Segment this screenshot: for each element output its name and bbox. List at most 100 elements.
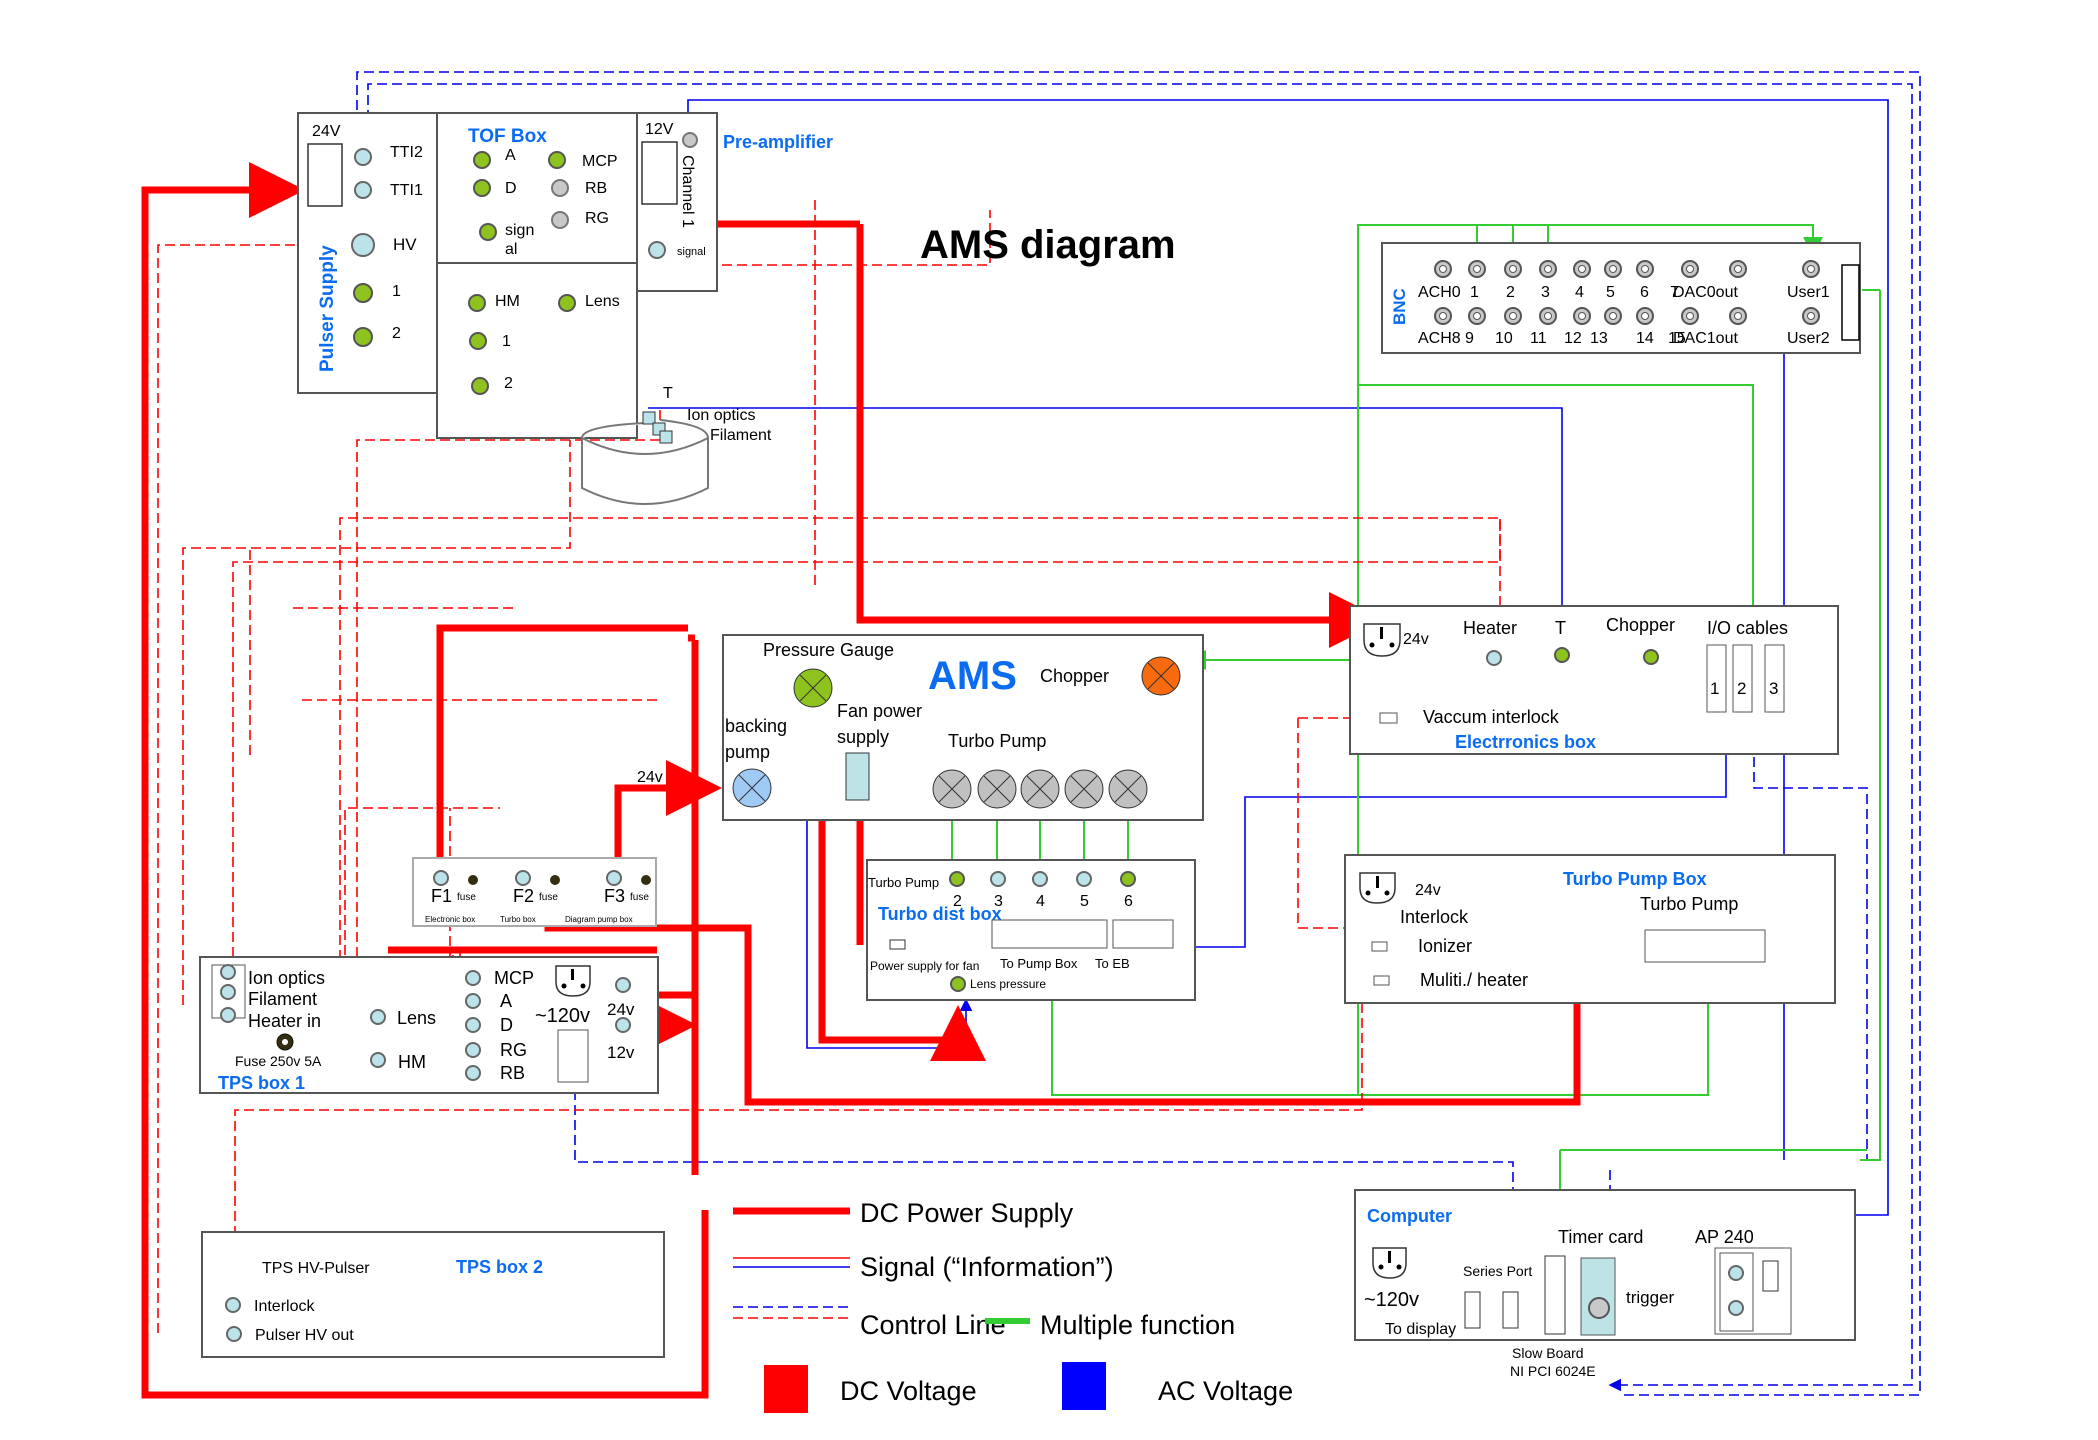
- ap240-input-1[interactable]: [1728, 1265, 1744, 1281]
- backing-label: backing: [725, 716, 787, 736]
- jack-pulser-hv-out[interactable]: [226, 1326, 242, 1342]
- bnc-label: 12: [1564, 330, 1582, 347]
- jack-chopper[interactable]: [1643, 649, 1659, 665]
- bnc-label: 1: [1470, 284, 1479, 301]
- port-label: TTI2: [390, 144, 423, 161]
- fan-power-terminal: [889, 939, 906, 950]
- jack-mcp[interactable]: [548, 151, 566, 169]
- ac-label: ~120v: [535, 1005, 590, 1027]
- bnc-label: User2: [1787, 330, 1830, 347]
- bnc-label: 15: [1668, 330, 1686, 347]
- tof-box-label: TOF Box: [468, 126, 547, 147]
- jack-interlock[interactable]: [225, 1297, 241, 1313]
- bnc-label: 6: [1640, 284, 1649, 301]
- io-cable-1[interactable]: [1706, 644, 1727, 713]
- fuse-label: Fuse 250v 5A: [235, 1053, 322, 1069]
- turbo-dist-jack-6[interactable]: [1120, 871, 1136, 887]
- jack-rg[interactable]: [465, 1042, 481, 1058]
- pressure-gauge-label: Pressure Gauge: [763, 640, 894, 660]
- jack-a[interactable]: [465, 993, 481, 1009]
- jack-rb[interactable]: [551, 179, 569, 197]
- jack-filament[interactable]: [220, 984, 236, 1000]
- jack-lens[interactable]: [558, 294, 576, 312]
- jack-heater[interactable]: [1486, 650, 1502, 666]
- jack-hm[interactable]: [468, 294, 486, 312]
- trigger-jack[interactable]: [1588, 1297, 1610, 1319]
- fan-label: supply: [837, 727, 889, 747]
- v24-label: 24v: [1415, 882, 1441, 899]
- bnc-label: ACH8: [1418, 330, 1461, 347]
- bnc-label: 7: [1670, 284, 1679, 301]
- jack-tti1[interactable]: [354, 181, 372, 199]
- fuse-target: Electronic box: [425, 915, 475, 924]
- legend-ac-swatch: [1062, 1362, 1106, 1410]
- legend-dc-swatch: [764, 1365, 808, 1413]
- port-label: Filament: [248, 989, 317, 1009]
- port-label: MCP: [582, 153, 618, 170]
- jack-rb[interactable]: [465, 1065, 481, 1081]
- tps-hv-pulser-label: TPS HV-Pulser: [262, 1260, 370, 1277]
- jack-tof-2[interactable]: [471, 377, 489, 395]
- fuse-target: Diagram pump box: [565, 915, 633, 924]
- fuse-jack-f1[interactable]: [433, 870, 449, 886]
- turbo-pump-icon: [1020, 769, 1060, 809]
- jack-1[interactable]: [353, 283, 373, 303]
- jack-hv[interactable]: [351, 233, 375, 257]
- jack-preamp-signal[interactable]: [648, 241, 666, 259]
- turbo-dist-jack-2[interactable]: [949, 871, 965, 887]
- ion-source: T Ion optics Filament: [581, 385, 772, 505]
- jack-d[interactable]: [465, 1017, 481, 1033]
- io-cables-label: I/O cables: [1707, 618, 1788, 638]
- port-label: A: [500, 991, 512, 1011]
- v24-label: 24v: [607, 1000, 635, 1019]
- chopper-label: Chopper: [1606, 615, 1675, 635]
- jack-signal[interactable]: [479, 223, 497, 241]
- turbo-pump-icon: [1108, 769, 1148, 809]
- jack-mcp[interactable]: [465, 970, 481, 986]
- turbo-dist-number: 5: [1080, 893, 1089, 910]
- bnc-label: 11: [1530, 330, 1547, 347]
- turbo-dist-jack-5[interactable]: [1076, 871, 1092, 887]
- turbo-dist-jack-4[interactable]: [1032, 871, 1048, 887]
- vacuum-interlock-switch: [1379, 712, 1398, 724]
- jack-lens[interactable]: [370, 1009, 386, 1025]
- ap240-label: AP 240: [1695, 1227, 1754, 1247]
- multi-heater-switch: [1373, 975, 1390, 986]
- pulser-hv-out-label: Pulser HV out: [255, 1327, 354, 1344]
- cable-number: 1: [1710, 679, 1719, 698]
- turbo-dist-jack-3[interactable]: [990, 871, 1006, 887]
- turbo-dist-number: 2: [953, 893, 962, 910]
- jack-2[interactable]: [353, 327, 373, 347]
- fuse-icon: [550, 875, 560, 885]
- tof-box: TOF Box A D sign al MCP RB RG HM Lens 1 …: [436, 112, 638, 439]
- jack-24v[interactable]: [615, 977, 631, 993]
- fuse-icon: [641, 875, 651, 885]
- to-pump-box-connector: [991, 919, 1108, 949]
- jack-ion-optics[interactable]: [220, 964, 236, 980]
- fan-label: Fan power: [837, 701, 922, 721]
- io-cable-2[interactable]: [1732, 644, 1753, 713]
- ap240-input-2[interactable]: [1728, 1300, 1744, 1316]
- jack-channel1[interactable]: [682, 132, 698, 148]
- jack-d[interactable]: [473, 179, 491, 197]
- jack-hm[interactable]: [370, 1052, 386, 1068]
- ionizer-switch: [1371, 941, 1388, 952]
- backing-24v-label: 24v: [637, 769, 663, 786]
- jack-a[interactable]: [473, 151, 491, 169]
- fuse-jack-f2[interactable]: [515, 870, 531, 886]
- jack-tti2[interactable]: [354, 148, 372, 166]
- jack-tof-1[interactable]: [469, 332, 487, 350]
- jack-lens-pressure[interactable]: [950, 976, 966, 992]
- io-cable-3[interactable]: [1764, 644, 1785, 713]
- jack-rg[interactable]: [551, 211, 569, 229]
- jack-t[interactable]: [1554, 647, 1570, 663]
- heater-label: Heater: [1463, 618, 1517, 638]
- jack-heater-in[interactable]: [220, 1007, 236, 1023]
- port-label: 2: [504, 375, 513, 392]
- jack-12v[interactable]: [615, 1017, 631, 1033]
- bnc-label: 2: [1506, 284, 1515, 301]
- fuse-jack-f3[interactable]: [606, 870, 622, 886]
- fuse-name: F2: [513, 886, 534, 906]
- backing-pump-icon: [732, 768, 772, 808]
